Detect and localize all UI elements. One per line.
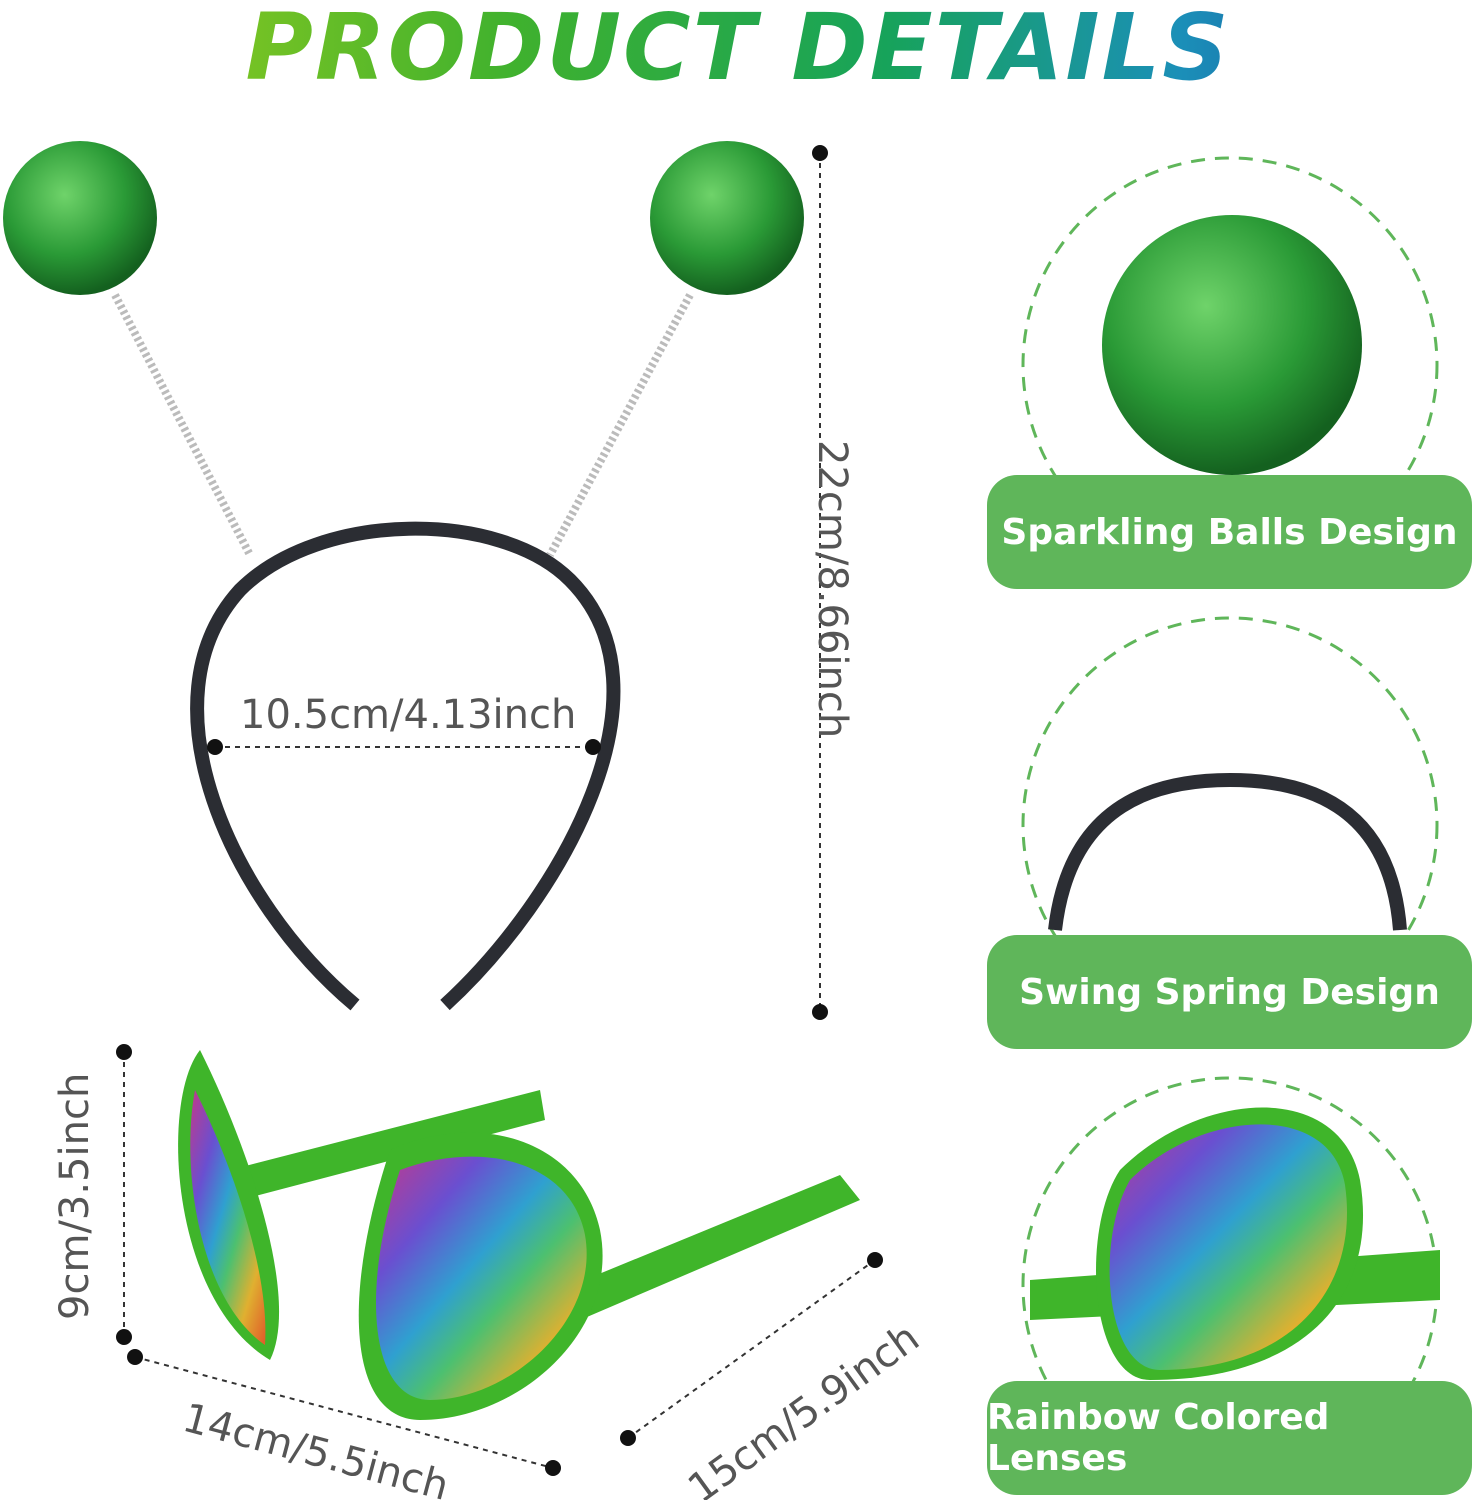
headband-height-label: 22cm/8.66inch	[809, 440, 855, 739]
feature-label-rainbow-lenses: Rainbow Colored Lenses	[987, 1381, 1472, 1495]
glasses-height-label: 9cm/3.5inch	[52, 1072, 98, 1320]
headband-width-label: 10.5cm/4.13inch	[240, 692, 577, 738]
page-title: PRODUCT DETAILS	[0, 0, 1476, 101]
headband	[3, 141, 804, 1011]
alien-glasses	[178, 1050, 860, 1420]
lens-closeup	[1030, 1107, 1440, 1380]
feature-label-swing-spring: Swing Spring Design	[987, 935, 1472, 1049]
dimension-lines	[116, 145, 883, 1476]
feature-label-sparkling-balls: Sparkling Balls Design	[987, 475, 1472, 589]
ball-closeup	[1102, 215, 1362, 475]
spring-closeup	[1048, 772, 1407, 931]
